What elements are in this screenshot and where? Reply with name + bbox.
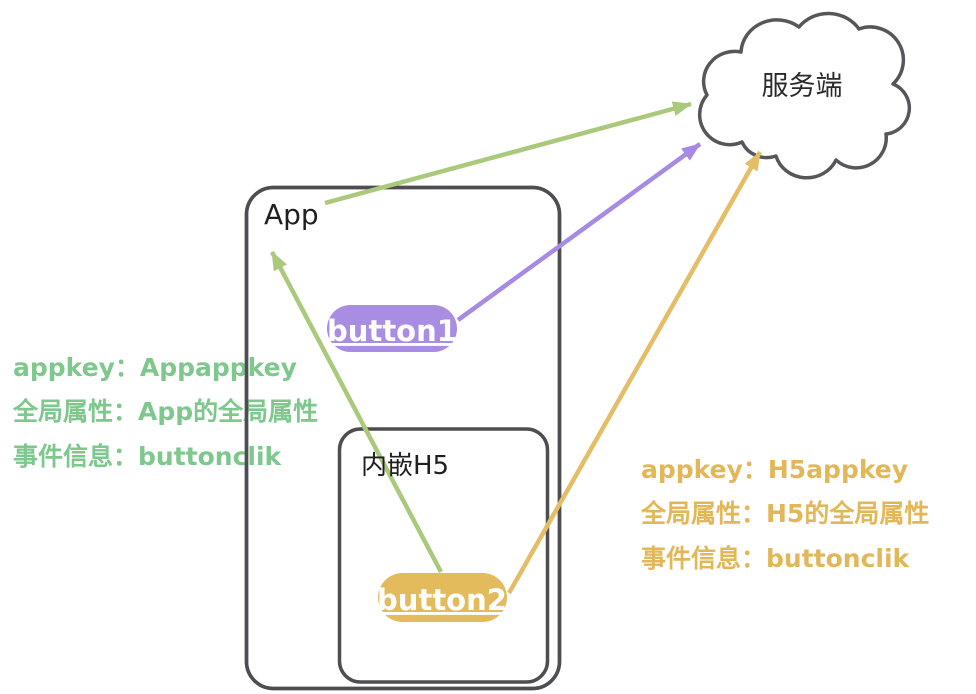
- arrow-button2-to-app: [270, 250, 443, 574]
- server-cloud-label: 服务端: [762, 71, 843, 102]
- app-annotation-appkey: appkey：Appappkey: [13, 353, 297, 382]
- server-cloud: [697, 11, 912, 180]
- h5-box-label: 内嵌H5: [361, 451, 449, 481]
- button1-pill: [327, 305, 457, 352]
- button2-label: button2: [377, 583, 507, 617]
- app-box-border: [244, 185, 562, 691]
- button1: button1: [327, 305, 457, 352]
- arrow-app-to-server: [324, 101, 692, 206]
- arrow-button1-to-server: [456, 142, 702, 322]
- app-annotation-global-attr: 全局属性：App的全局属性: [12, 397, 318, 426]
- app-annotation-event-info: 事件信息：buttonclik: [13, 442, 283, 471]
- app-box-label: App: [264, 198, 319, 231]
- h5-annotation-event-info: 事件信息：buttonclik: [641, 544, 911, 573]
- h5-annotation-appkey: appkey：H5appkey: [641, 455, 908, 484]
- arrow-button2-to-server: [507, 150, 762, 595]
- button1-label: button1: [327, 314, 457, 348]
- h5-annotation-global-attr: 全局属性：H5的全局属性: [640, 499, 929, 528]
- button2: button2: [377, 573, 507, 622]
- button2-pill: [378, 573, 507, 622]
